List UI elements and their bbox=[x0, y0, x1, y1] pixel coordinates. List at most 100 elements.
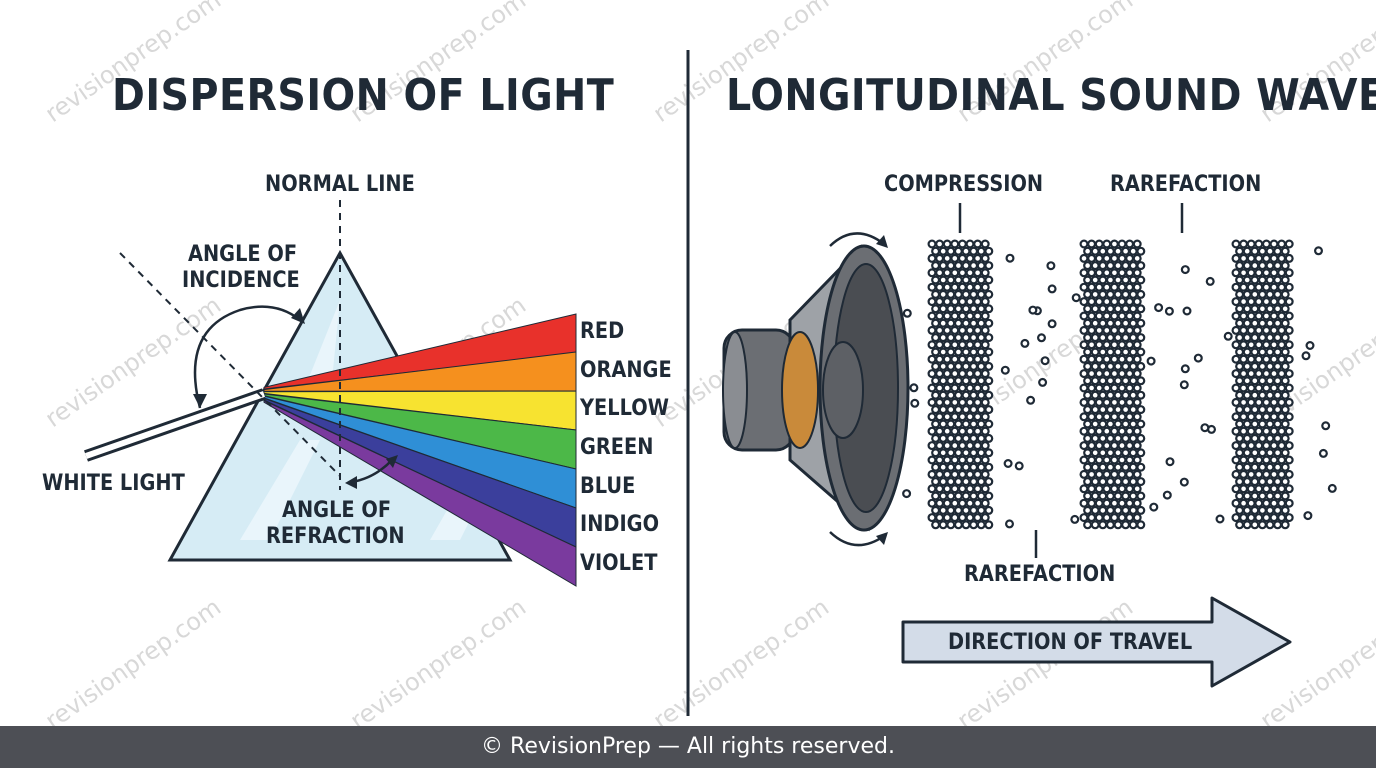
compression-particle bbox=[965, 397, 975, 407]
compression-particle bbox=[1083, 491, 1093, 501]
compression-particle bbox=[1269, 311, 1279, 321]
compression-particle bbox=[1102, 369, 1112, 379]
compression-particle bbox=[1239, 455, 1249, 465]
compression-particle bbox=[1246, 383, 1256, 393]
compression-particle bbox=[1109, 369, 1119, 379]
compression-particle bbox=[1132, 297, 1142, 307]
compression-particle bbox=[1269, 282, 1279, 292]
compression-particle bbox=[1117, 369, 1127, 379]
compression-particle bbox=[1239, 253, 1249, 263]
compression-particle bbox=[1242, 462, 1252, 472]
compression-particle bbox=[961, 419, 971, 429]
compression-particle bbox=[938, 376, 948, 386]
compression-particle bbox=[969, 505, 979, 515]
compression-particle bbox=[1136, 520, 1146, 530]
compression-particle bbox=[946, 505, 956, 515]
compression-particle bbox=[931, 448, 941, 458]
compression-particle bbox=[1121, 289, 1131, 299]
compression-particle bbox=[965, 484, 975, 494]
compression-particle bbox=[1246, 297, 1256, 307]
compression-particle bbox=[1105, 333, 1115, 343]
compression-particle bbox=[1105, 462, 1115, 472]
compression-particle bbox=[969, 261, 979, 271]
compression-particle bbox=[1121, 376, 1131, 386]
compression-particle bbox=[961, 275, 971, 285]
compression-particle bbox=[1254, 268, 1264, 278]
compression-particle bbox=[1113, 405, 1123, 415]
compression-particle bbox=[1269, 340, 1279, 350]
compression-particle bbox=[950, 325, 960, 335]
compression-particle bbox=[957, 498, 967, 508]
compression-particle bbox=[1257, 505, 1267, 515]
compression-particle bbox=[1087, 469, 1097, 479]
compression-particle bbox=[1235, 333, 1245, 343]
compression-particle bbox=[1128, 261, 1138, 271]
compression-particle bbox=[1117, 239, 1127, 249]
compression-particle bbox=[1242, 376, 1252, 386]
compression-particle bbox=[1109, 253, 1119, 263]
compression-particle bbox=[980, 513, 990, 523]
speaker-vibration-bottom-arrow bbox=[876, 532, 888, 545]
compression-particle bbox=[1261, 397, 1271, 407]
compression-particle bbox=[950, 441, 960, 451]
compression-particle bbox=[1079, 513, 1089, 523]
compression-particle bbox=[969, 390, 979, 400]
compression-particle bbox=[1113, 491, 1123, 501]
compression-particle bbox=[1269, 484, 1279, 494]
compression-particle bbox=[1250, 333, 1260, 343]
compression-particle bbox=[1265, 520, 1275, 530]
compression-particle bbox=[969, 520, 979, 530]
compression-particle bbox=[1280, 433, 1290, 443]
compression-particle bbox=[973, 239, 983, 249]
compression-particle bbox=[950, 340, 960, 350]
compression-particle bbox=[1083, 347, 1093, 357]
compression-particle bbox=[931, 376, 941, 386]
compression-particle bbox=[931, 275, 941, 285]
compression-particle bbox=[1265, 289, 1275, 299]
compression-particle bbox=[1098, 505, 1108, 515]
compression-particle bbox=[973, 426, 983, 436]
compression-particle bbox=[927, 455, 937, 465]
compression-particle bbox=[984, 376, 994, 386]
compression-particle bbox=[1113, 390, 1123, 400]
compression-particle bbox=[1280, 318, 1290, 328]
compression-particle bbox=[1250, 462, 1260, 472]
compression-particle bbox=[1125, 383, 1135, 393]
compression-particle bbox=[965, 426, 975, 436]
compression-particle bbox=[1083, 261, 1093, 271]
compression-particle bbox=[1098, 448, 1108, 458]
compression-particle bbox=[942, 282, 952, 292]
angle-refraction-label-2: REFRACTION bbox=[266, 524, 405, 549]
compression-particle bbox=[1102, 325, 1112, 335]
compression-particle bbox=[1090, 419, 1100, 429]
compression-particle bbox=[1284, 253, 1294, 263]
compression-particle bbox=[961, 405, 971, 415]
compression-particle bbox=[1257, 361, 1267, 371]
compression-particle bbox=[969, 289, 979, 299]
compression-particle bbox=[957, 369, 967, 379]
compression-particle bbox=[1231, 311, 1241, 321]
compression-particle bbox=[1087, 253, 1097, 263]
compression-particle bbox=[1128, 390, 1138, 400]
compression-particle bbox=[1105, 275, 1115, 285]
compression-particle bbox=[931, 491, 941, 501]
compression-particle bbox=[984, 333, 994, 343]
compression-particle bbox=[1125, 455, 1135, 465]
compression-particle bbox=[1098, 347, 1108, 357]
compression-particle bbox=[965, 311, 975, 321]
compression-particle bbox=[1254, 354, 1264, 364]
compression-particle bbox=[1277, 325, 1287, 335]
compression-particle bbox=[938, 433, 948, 443]
compression-particle bbox=[1079, 297, 1089, 307]
compression-particle bbox=[942, 297, 952, 307]
compression-particle bbox=[1098, 419, 1108, 429]
compression-particle bbox=[1265, 477, 1275, 487]
compression-particle bbox=[1280, 246, 1290, 256]
compression-particle bbox=[980, 397, 990, 407]
compression-particle bbox=[953, 376, 963, 386]
compression-particle bbox=[1250, 246, 1260, 256]
compression-particle bbox=[1269, 297, 1279, 307]
compression-particle bbox=[1246, 484, 1256, 494]
compression-particle bbox=[946, 376, 956, 386]
compression-particle bbox=[935, 369, 945, 379]
